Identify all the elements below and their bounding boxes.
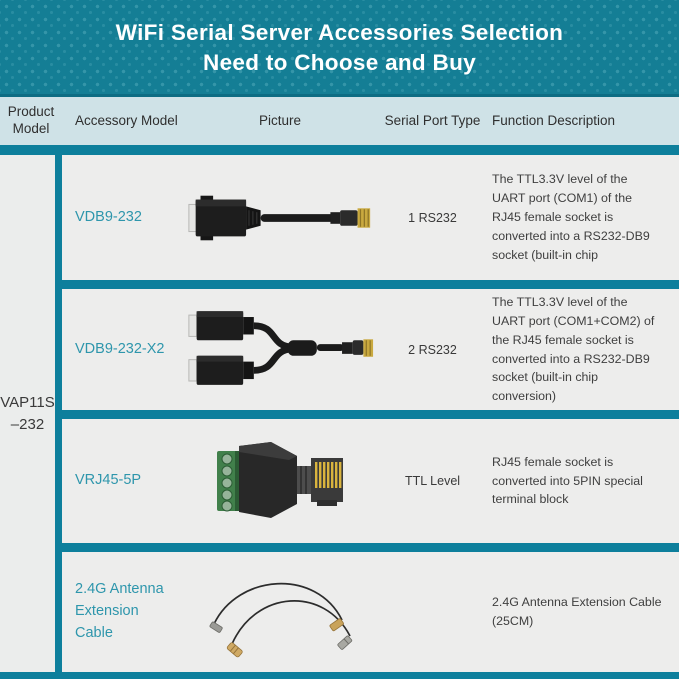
picture-vrj45-5p [185,438,375,524]
serial-port-type-value: 2 RS232 [408,342,457,357]
serial-port-type-value: TTL Level [404,474,461,488]
row-divider-bar [62,280,679,289]
picture-vdb9-232-x2 [185,302,375,397]
table-row-vdb9-232-x2: VDB9-232-X2 [62,289,679,410]
dual-db9-splitter-image [188,311,374,385]
function-description-text: The TTL3.3V level of the UART port (COM1… [492,294,655,404]
vertical-divider-bar [55,155,62,672]
table-body: VAP11S –232 VDB9-232 [0,155,679,672]
bottom-border-bar [0,672,679,679]
banner-title-line1: WiFi Serial Server Accessories Selection [115,19,564,45]
serial-port-type-value: 1 RS232 [408,210,457,225]
table-row-antenna-cable: 2.4G Antenna Extension Cable [62,552,679,672]
product-model-text: VAP11S –232 [0,392,54,436]
header-accessory-model: Accessory Model [75,112,178,128]
accessory-model-label: VDB9-232 [75,208,142,225]
table-row-vrj45-5p: VRJ45-5P TTL Level RJ45 female socket is… [62,419,679,543]
picture-vdb9-232 [185,183,375,253]
product-model-cell: VAP11S –232 [0,155,55,672]
row-divider-bar [62,543,679,552]
accessory-model-label: 2.4G Antenna Extension Cable [75,581,164,641]
db9-to-rj45-cable-image [188,195,371,240]
header-product-model: Product Model [7,104,55,136]
antenna-cables-image [209,582,353,658]
table-row-vdb9-232: VDB9-232 [62,155,679,280]
accessory-model-label: VDB9-232-X2 [75,340,165,357]
table-header-row: Product Model Accessory Model Picture Se… [0,97,679,145]
header-serial-port-type: Serial Port Type [384,112,481,128]
function-description-text: RJ45 female socket is converted into 5PI… [492,454,643,507]
header-function-description: Function Description [492,112,616,128]
table-rows: VDB9-232 [62,155,679,672]
row-divider-bar [62,410,679,419]
function-description-text: The TTL3.3V level of the UART port (COM1… [492,172,650,262]
product-model-line2: –232 [10,415,45,433]
picture-antenna-cable [185,564,375,660]
banner: WiFi Serial Server Accessories Selection… [0,0,679,97]
header-picture: Picture [258,112,302,128]
product-model-line1: VAP11S [0,393,55,411]
accessory-model-label: VRJ45-5P [75,472,142,489]
banner-title-line2: Need to Choose and Buy [203,49,476,75]
function-description-text: 2.4G Antenna Extension Cable (25CM) [492,595,662,628]
terminal-block-adapter-image [217,442,343,518]
header-divider-bar [0,145,679,155]
